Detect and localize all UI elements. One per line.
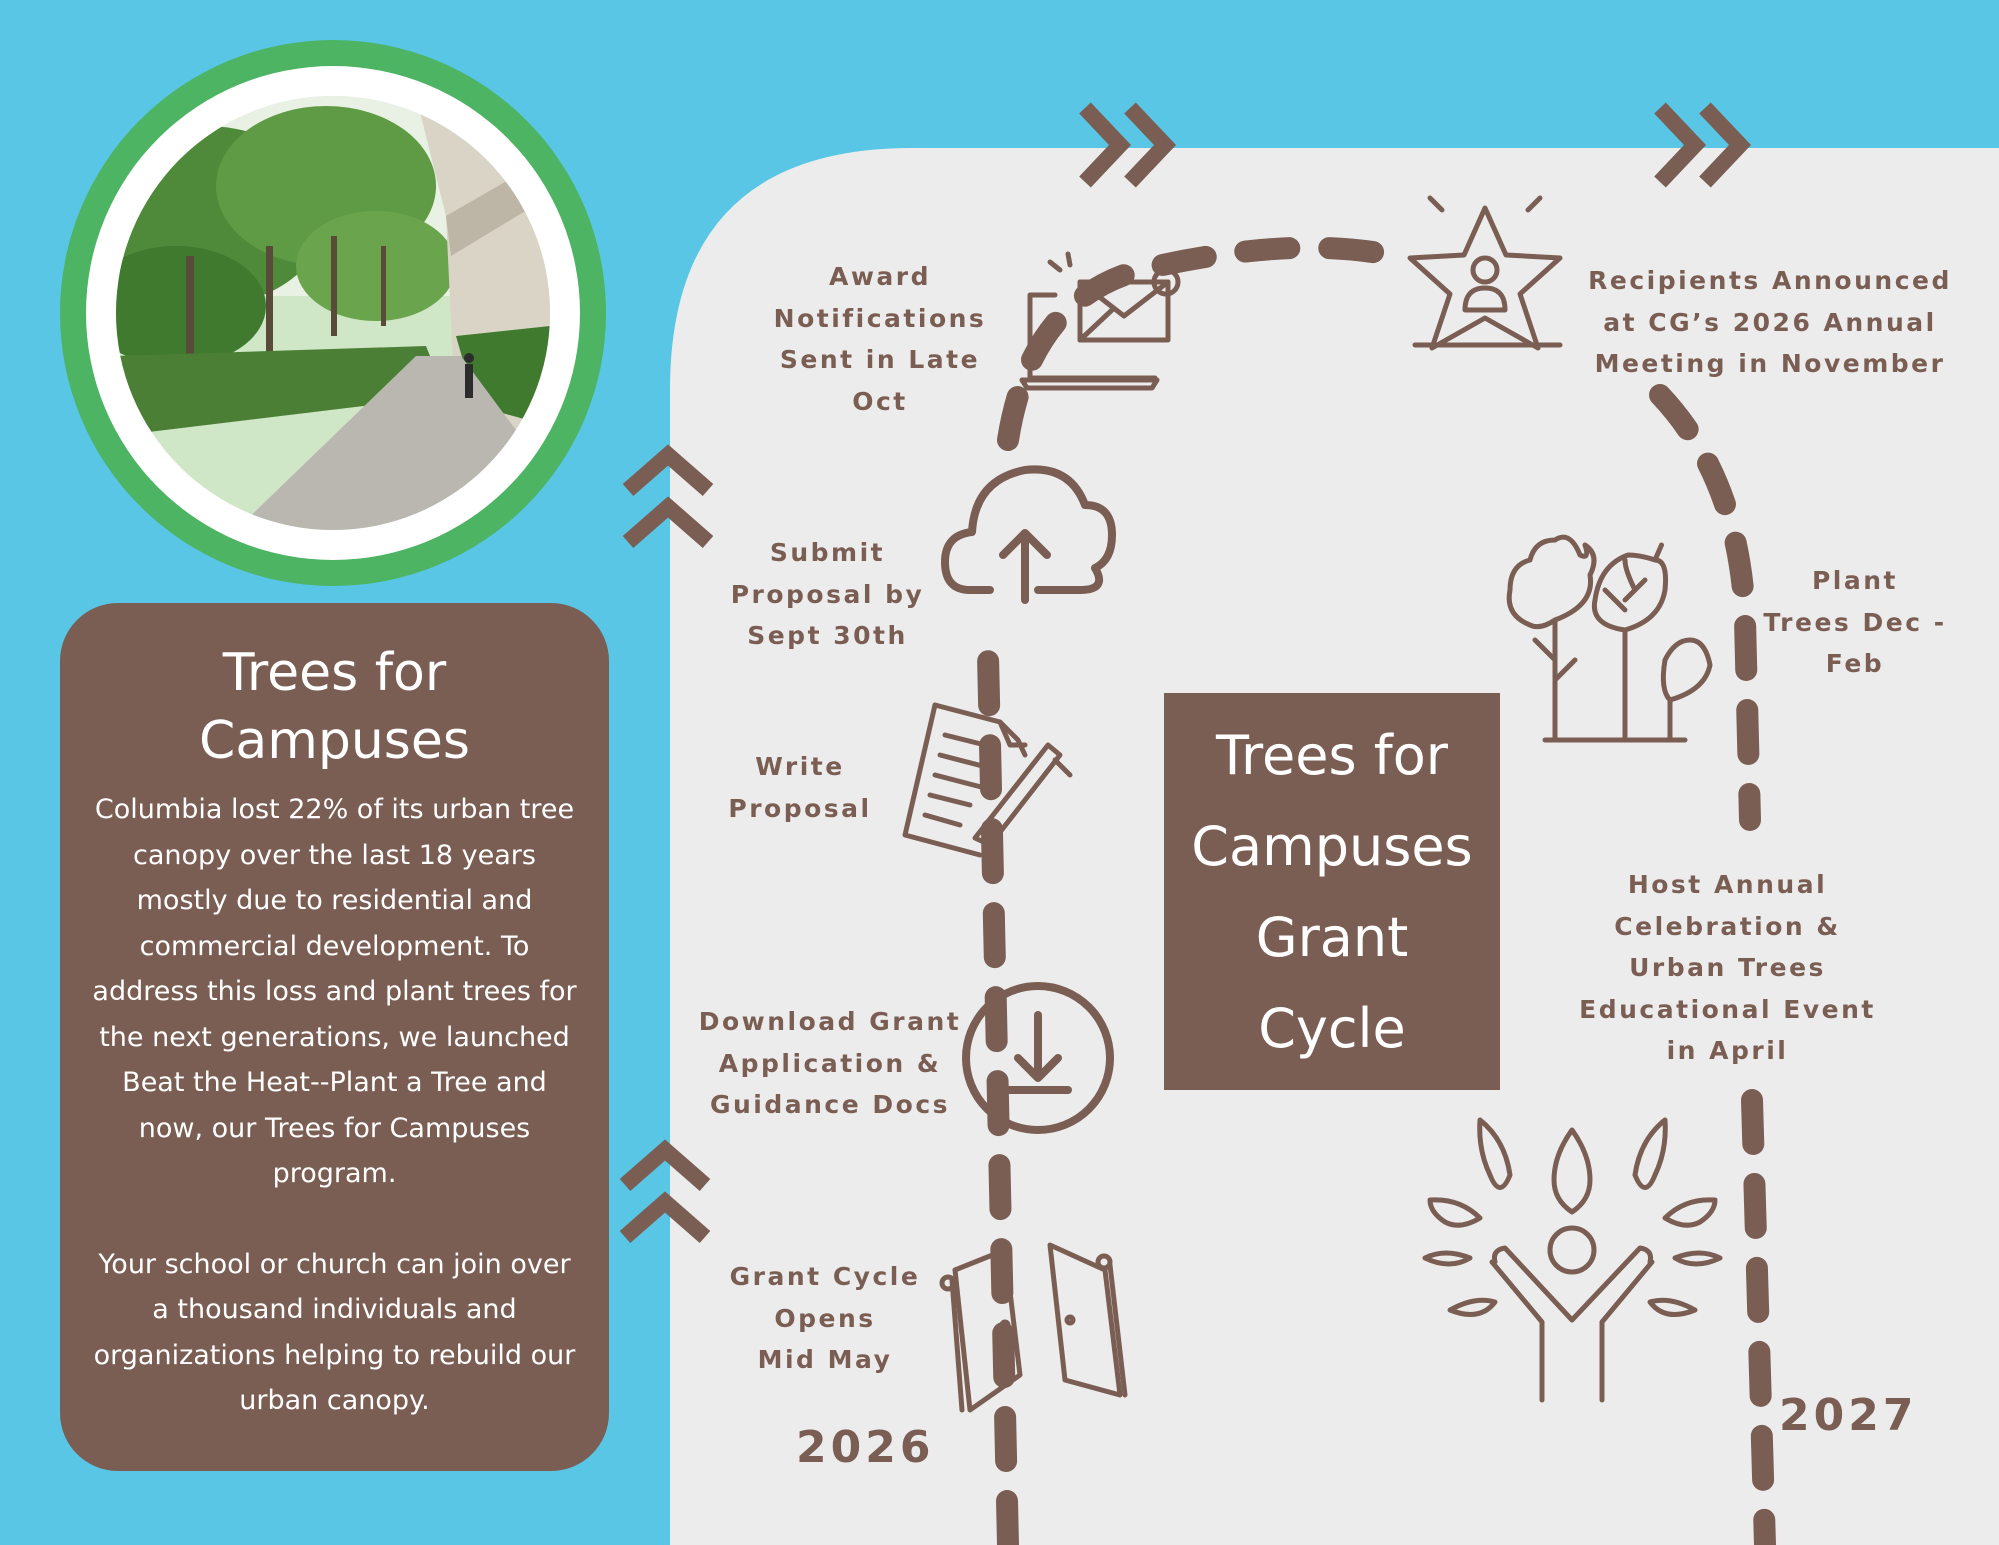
card-body: Columbia lost 22% of its urban tree cano… xyxy=(60,787,609,1424)
step-recipients-announced: Recipients Announced at CG’s 2026 Annual… xyxy=(1588,266,1952,378)
chevron-right-icon xyxy=(1079,102,1752,188)
campus-trees-photo xyxy=(116,96,550,530)
step-grant-cycle-opens: Grant Cycle Opens Mid May xyxy=(729,1262,921,1374)
center-title-line3: Grant xyxy=(1255,905,1409,969)
step-annual-celebration: Host Annual Celebration & Urban Trees Ed… xyxy=(1579,870,1876,1065)
center-title-line1: Trees for xyxy=(1215,723,1449,787)
card-title-line2: Campuses xyxy=(199,711,470,771)
program-info-card: Trees for Campuses Columbia lost 22% of … xyxy=(60,603,609,1471)
center-title-line2: Campuses xyxy=(1191,814,1473,878)
card-title-line1: Trees for xyxy=(222,643,447,703)
trees-icon xyxy=(1506,534,1713,743)
star-person-icon xyxy=(1407,195,1563,351)
cloud-upload-icon xyxy=(941,465,1116,604)
step-submit-proposal: Submit Proposal by Sept 30th xyxy=(730,538,925,650)
card-paragraph-2: Your school or church can join over a th… xyxy=(93,1248,576,1417)
step-award-notifications: Award Notifications Sent in Late Oct xyxy=(773,262,987,416)
tree-person-icon xyxy=(1422,1117,1723,1403)
step-download-docs: Download Grant Application & Guidance Do… xyxy=(698,1007,962,1119)
year-start: 2026 xyxy=(796,1422,935,1473)
card-title: Trees for Campuses xyxy=(60,639,609,775)
year-end: 2027 xyxy=(1779,1390,1918,1441)
laptop-envelope-icon xyxy=(1019,251,1181,391)
document-pen-icon xyxy=(902,702,1073,858)
chevron-up-icon xyxy=(619,444,714,1244)
step-write-proposal: Write Proposal xyxy=(728,752,872,823)
download-circle-icon xyxy=(962,982,1114,1134)
center-title-line4: Cycle xyxy=(1258,996,1406,1060)
card-paragraph-1: Columbia lost 22% of its urban tree cano… xyxy=(92,794,577,1189)
open-gate-icon xyxy=(939,1242,1128,1413)
photo-frame xyxy=(60,40,606,586)
step-plant-trees: Plant Trees Dec - Feb xyxy=(1763,566,1947,678)
grant-cycle-title: Trees for Campuses Grant Cycle xyxy=(1164,693,1500,1090)
